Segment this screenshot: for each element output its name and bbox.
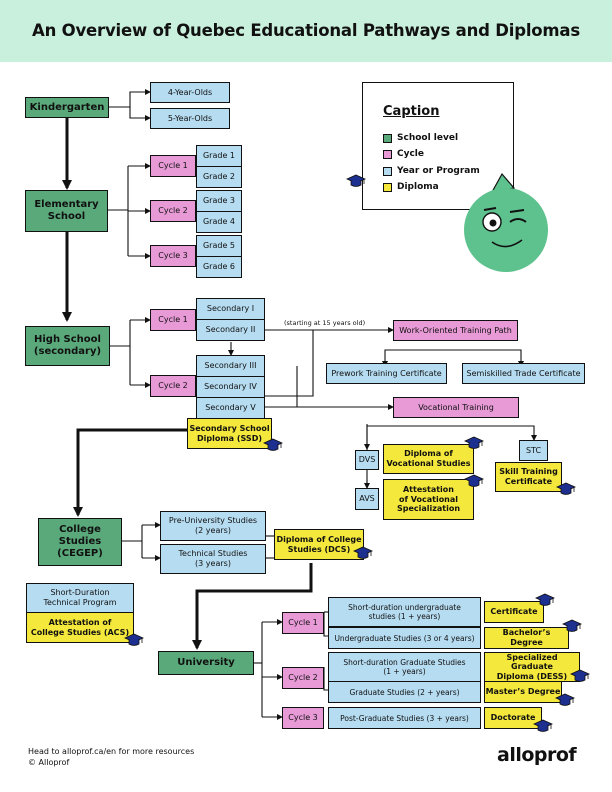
high-school-box: High School (secondary) xyxy=(25,326,110,366)
grade-3-box: Grade 3 xyxy=(196,190,242,212)
secondary-4-box: Secondary IV xyxy=(196,376,265,398)
caption-title: Caption xyxy=(383,104,440,119)
university-cycle-2: Cycle 2 xyxy=(282,667,324,689)
mascot-icon xyxy=(464,172,548,272)
short-technical-box: Short-Duration Technical Program xyxy=(26,583,134,613)
header-banner xyxy=(0,0,612,62)
grade-2-box: Grade 2 xyxy=(196,166,242,188)
short-graduate-box: Short-duration Graduate Studies (1 + yea… xyxy=(328,652,481,682)
graduation-cap-icon-bachelor xyxy=(562,619,582,632)
age-5-box: 5-Year-Olds xyxy=(150,108,230,129)
high-school-cycle-1: Cycle 1 xyxy=(150,309,196,331)
dvs-diploma-box: Diploma of Vocational Studies xyxy=(383,444,474,474)
graduation-cap-icon-masters xyxy=(555,693,575,706)
graduation-cap-icon-dvs xyxy=(464,436,484,449)
university-cycle-3: Cycle 3 xyxy=(282,707,324,729)
dvs-box: DVS xyxy=(355,450,379,470)
vocational-training-box: Vocational Training xyxy=(393,397,519,418)
caption-school-level: School level xyxy=(397,133,459,143)
technical-studies-box: Technical Studies (3 years) xyxy=(160,544,266,574)
school-level-swatch xyxy=(383,133,392,143)
grade-4-box: Grade 4 xyxy=(196,211,242,233)
footer-resources: Head to alloprof.ca/en for more resource… xyxy=(28,747,195,756)
pre-university-box: Pre-University Studies (2 years) xyxy=(160,511,266,541)
elementary-box: Elementary School xyxy=(25,190,108,232)
avs-diploma-box: Attestation of Vocational Specialization xyxy=(383,479,474,520)
university-box: University xyxy=(158,651,254,675)
high-school-cycle-2: Cycle 2 xyxy=(150,375,196,397)
grade-1-box: Grade 1 xyxy=(196,145,242,167)
caption-row-cycle: Cycle xyxy=(383,149,424,159)
graduate-studies-box: Graduate Studies (2 + years) xyxy=(328,681,481,703)
elementary-cycle-3: Cycle 3 xyxy=(150,245,196,267)
caption-row-diploma: Diploma xyxy=(383,182,439,192)
ssd-diploma-box: Secondary School Diploma (SSD) xyxy=(187,418,272,449)
secondary-5-box: Secondary V xyxy=(196,397,265,419)
caption-row-school-level: School level xyxy=(383,133,458,143)
masters-degree-box: Master’s Degree xyxy=(484,681,562,703)
graduation-cap-icon-caption xyxy=(346,174,366,187)
caption-year-or-program: Year or Program xyxy=(397,166,480,176)
graduation-cap-icon-avs xyxy=(464,474,484,487)
graduation-cap-icon-dcs xyxy=(353,546,373,559)
elementary-cycle-2: Cycle 2 xyxy=(150,200,196,222)
caption-cycle: Cycle xyxy=(397,149,424,159)
stc-diploma-box: Skill Training Certificate xyxy=(495,462,562,492)
post-graduate-box: Post-Graduate Studies (3 + years) xyxy=(328,707,481,729)
stc-box: STC xyxy=(519,440,548,461)
avs-box: AVS xyxy=(355,488,379,510)
graduation-cap-icon-doctorate xyxy=(533,719,553,732)
college-box: College Studies (CEGEP) xyxy=(38,518,122,566)
certificate-diploma-box: Certificate xyxy=(484,601,544,623)
acs-diploma-box: Attestation of College Studies (ACS) xyxy=(26,612,134,643)
graduation-cap-icon-acs xyxy=(124,633,144,646)
kindergarten-box: Kindergarten xyxy=(25,97,109,118)
page-title: An Overview of Quebec Educational Pathwa… xyxy=(32,21,580,40)
dess-diploma-box: Specialized Graduate Diploma (DESS) xyxy=(484,652,580,682)
semiskilled-certificate-box: Semiskilled Trade Certificate xyxy=(462,363,585,384)
elementary-cycle-1: Cycle 1 xyxy=(150,155,196,177)
alloprof-logo: alloprof xyxy=(497,744,577,766)
undergraduate-box: Undergraduate Studies (3 or 4 years) xyxy=(328,627,481,649)
doctorate-diploma-box: Doctorate xyxy=(484,707,542,729)
cycle-swatch xyxy=(383,149,392,159)
caption-row-year: Year or Program xyxy=(383,166,480,176)
age-note: (starting at 15 years old) xyxy=(284,319,366,327)
graduation-cap-icon-certificate xyxy=(535,593,555,606)
age-4-box: 4-Year-Olds xyxy=(150,82,230,103)
caption-diploma: Diploma xyxy=(397,182,439,192)
secondary-3-box: Secondary III xyxy=(196,355,265,377)
dcs-diploma-box: Diploma of College Studies (DCS) xyxy=(274,529,364,560)
work-oriented-training-box: Work-Oriented Training Path xyxy=(393,320,518,341)
graduation-cap-icon-ssd xyxy=(263,438,283,451)
grade-6-box: Grade 6 xyxy=(196,256,242,278)
year-swatch xyxy=(383,166,392,176)
short-undergraduate-box: Short-duration undergraduate studies (1 … xyxy=(328,597,481,627)
bachelors-degree-box: Bachelor’s Degree xyxy=(484,627,569,649)
secondary-1-box: Secondary I xyxy=(196,298,265,320)
university-cycle-1: Cycle 1 xyxy=(282,612,324,634)
grade-5-box: Grade 5 xyxy=(196,235,242,257)
footer-copyright: © Alloprof xyxy=(28,758,70,767)
prework-certificate-box: Prework Training Certificate xyxy=(326,363,447,384)
diploma-swatch xyxy=(383,182,392,192)
secondary-2-box: Secondary II xyxy=(196,319,265,341)
graduation-cap-icon-dess xyxy=(570,669,590,682)
graduation-cap-icon-stc xyxy=(556,482,576,495)
